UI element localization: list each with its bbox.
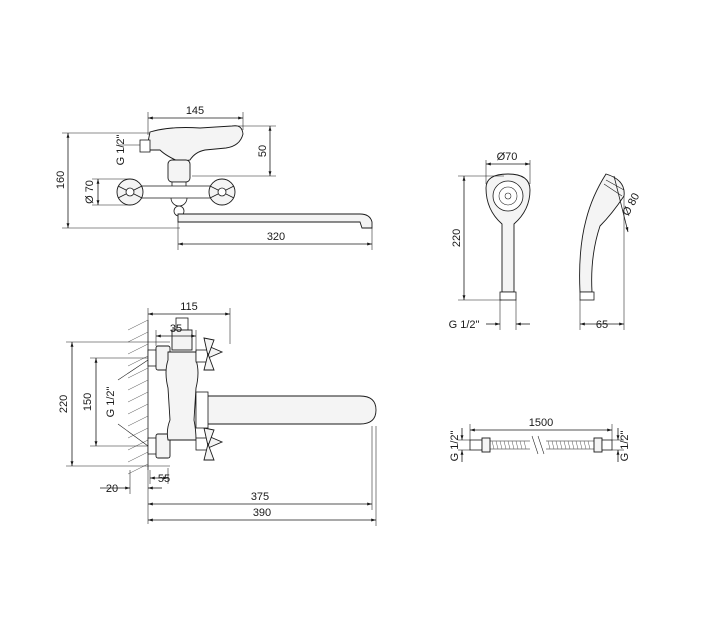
top-view-faucet	[116, 125, 373, 229]
dim-150: 150	[82, 393, 94, 411]
dim-diameter-70: Ø 70	[84, 180, 96, 204]
dim-375: 375	[251, 491, 269, 503]
dim-hose-length: 1500	[529, 417, 553, 429]
shower-head-dimensions: Ø70 220 G 1/2" Ø 80 65	[449, 151, 643, 331]
dim-320: 320	[267, 231, 285, 243]
top-view: 145 160 G 1/2" 50 Ø 70 320	[55, 105, 373, 250]
dim-head-thread: G 1/2"	[449, 319, 480, 331]
dim-thread-top: G 1/2"	[115, 135, 127, 166]
dim-thread-side: G 1/2"	[105, 387, 117, 418]
dim-head-depth: 65	[596, 319, 608, 331]
dim-160: 160	[55, 171, 67, 189]
dim-35: 35	[170, 323, 182, 335]
shower-head: Ø70 220 G 1/2" Ø 80 65	[449, 151, 643, 331]
wall-hatch	[127, 319, 149, 475]
dim-20: 20	[106, 483, 118, 495]
hose-dimensions: 1500 G 1/2" G 1/2"	[449, 417, 631, 462]
shower-head-side	[579, 173, 625, 301]
dim-50: 50	[257, 145, 269, 157]
dim-390: 390	[253, 507, 271, 519]
dim-hose-thread-right: G 1/2"	[619, 431, 631, 462]
hose: 1500 G 1/2" G 1/2"	[449, 417, 631, 462]
dim-55: 55	[158, 473, 170, 485]
hose-body	[469, 435, 613, 455]
side-view: 115 35 220 150 G 1/2" 20	[58, 301, 377, 526]
dim-145: 145	[186, 105, 204, 117]
dim-hose-thread-left: G 1/2"	[449, 431, 461, 462]
dim-220-side: 220	[58, 395, 70, 413]
dim-head-length: 220	[451, 229, 463, 247]
dim-head-diameter: Ø70	[497, 151, 518, 163]
dim-115: 115	[180, 301, 198, 313]
shower-head-front	[485, 173, 531, 301]
side-view-faucet	[147, 317, 377, 461]
top-view-dimensions: 145 160 G 1/2" 50 Ø 70 320	[55, 105, 373, 250]
side-view-dimensions: 115 35 220 150 G 1/2" 20	[58, 301, 377, 526]
